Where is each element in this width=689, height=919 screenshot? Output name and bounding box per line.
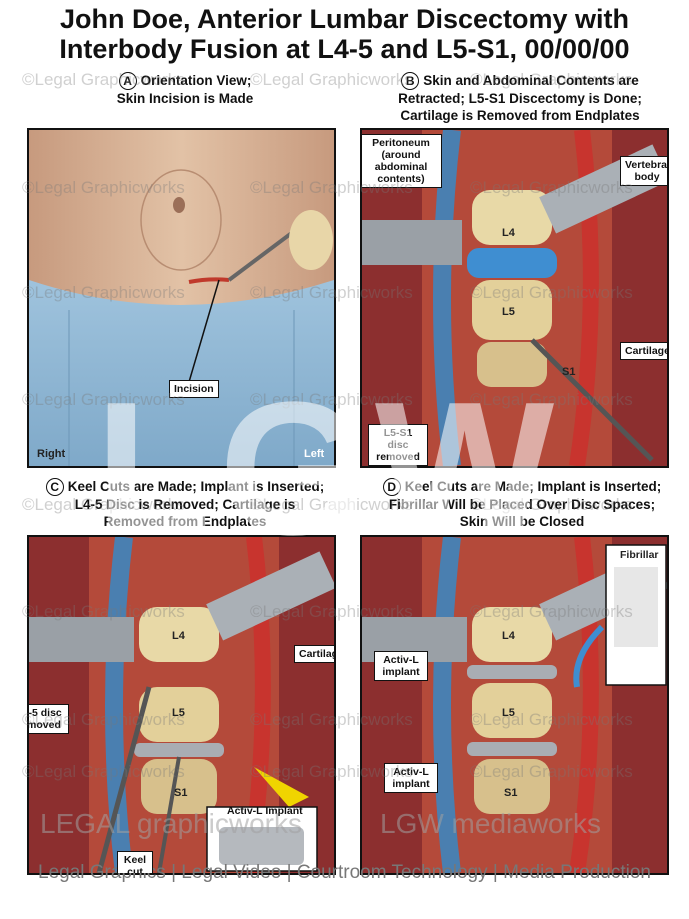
- lgw-watermark: LGW: [95, 363, 563, 575]
- keel-cut-label: Keel cut: [117, 851, 153, 873]
- panel-d-closure: Fibrillar Activ-L implant Activ-L implan…: [360, 535, 669, 875]
- right-label: Right: [37, 448, 66, 460]
- abdomen-illustration: [29, 130, 334, 466]
- panel-letter-a: A: [118, 72, 137, 91]
- l4-label-d: L4: [502, 630, 515, 642]
- cartilage-label-c: Cartilage: [294, 645, 334, 663]
- disc-removed-label: L5-S1 disc removed: [368, 424, 428, 466]
- page-title: John Doe, Anterior Lumbar Discectomy wit…: [0, 4, 689, 64]
- panel-letter-d: D: [382, 478, 401, 497]
- panel-letter-c: C: [45, 478, 64, 497]
- title-line-2: Interbody Fusion at L4-5 and L5-S1, 00/0…: [59, 34, 630, 64]
- peritoneum-label: Peritoneum (around abdominal contents): [362, 134, 442, 188]
- s1-label-d: S1: [504, 787, 518, 799]
- brand-left-watermark: LEGAL graphicworks: [40, 808, 302, 839]
- footer: Legal Graphics | Legal Video | Courtroom…: [38, 862, 651, 883]
- title-line-1: John Doe, Anterior Lumbar Discectomy wit…: [59, 4, 630, 34]
- cartilage-label: Cartilage: [620, 342, 667, 360]
- panel-a-orientation: Incision Right Left: [27, 128, 336, 468]
- panel-b-discectomy: Peritoneum (around abdominal contents) V…: [360, 128, 669, 468]
- implant-illustration: [29, 537, 334, 873]
- l5-label-d: L5: [502, 707, 515, 719]
- l5-label-c: L5: [172, 707, 185, 719]
- activ-l-implant-label-1: Activ-L implant: [374, 651, 428, 681]
- incision-label: Incision: [169, 380, 219, 398]
- panel-c-implant: Cartilage L4-5 disc removed Activ-L Impl…: [27, 535, 336, 875]
- s1-label: S1: [562, 366, 576, 378]
- closure-illustration: [362, 537, 667, 873]
- left-label: Left: [304, 448, 325, 460]
- vertebral-body-label: Vertebral body: [620, 156, 667, 186]
- l4-label-c: L4: [172, 630, 185, 642]
- incision-pointer: [188, 279, 220, 383]
- panel-letter-b: B: [401, 72, 420, 91]
- brand-right-watermark: LGW mediaworks: [380, 808, 601, 839]
- activ-l-implant-label: Activ-L Implant: [227, 805, 303, 817]
- fibrillar-label: Fibrillar: [620, 549, 659, 561]
- activ-l-implant-label-2: Activ-L implant: [384, 763, 438, 793]
- s1-label-c: S1: [174, 787, 188, 799]
- disc-removed-label-c: L4-5 disc removed: [29, 704, 69, 734]
- l5-label: L5: [502, 306, 515, 318]
- l4-label: L4: [502, 227, 515, 239]
